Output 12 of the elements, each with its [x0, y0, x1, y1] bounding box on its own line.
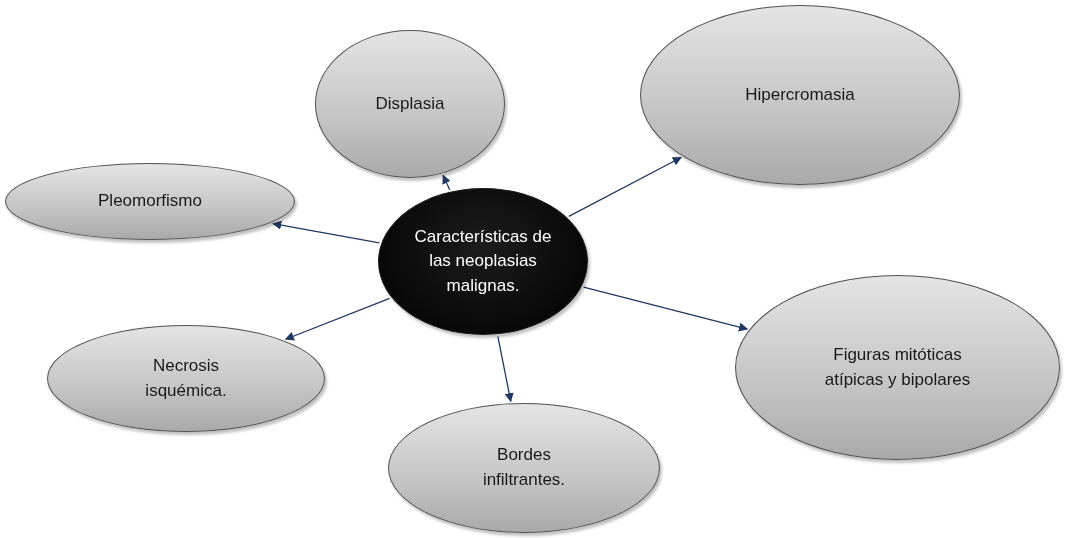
node-label: Características de las neoplasias malignas. [413, 225, 553, 297]
node-label: Necrosis isquémica. [144, 354, 228, 402]
arrow [568, 156, 682, 218]
node-label: Bordes infiltrantes. [481, 444, 567, 491]
node-label: Hipercromasia [745, 83, 855, 106]
node-label: Figuras mitóticas atípicas y bipolares [823, 343, 972, 391]
arrow [582, 286, 749, 332]
node-label: Displasia [375, 92, 445, 115]
arrow [442, 174, 451, 191]
node-label: Pleomorfismo [98, 190, 202, 213]
arrow [497, 335, 514, 403]
arrow [272, 220, 380, 244]
